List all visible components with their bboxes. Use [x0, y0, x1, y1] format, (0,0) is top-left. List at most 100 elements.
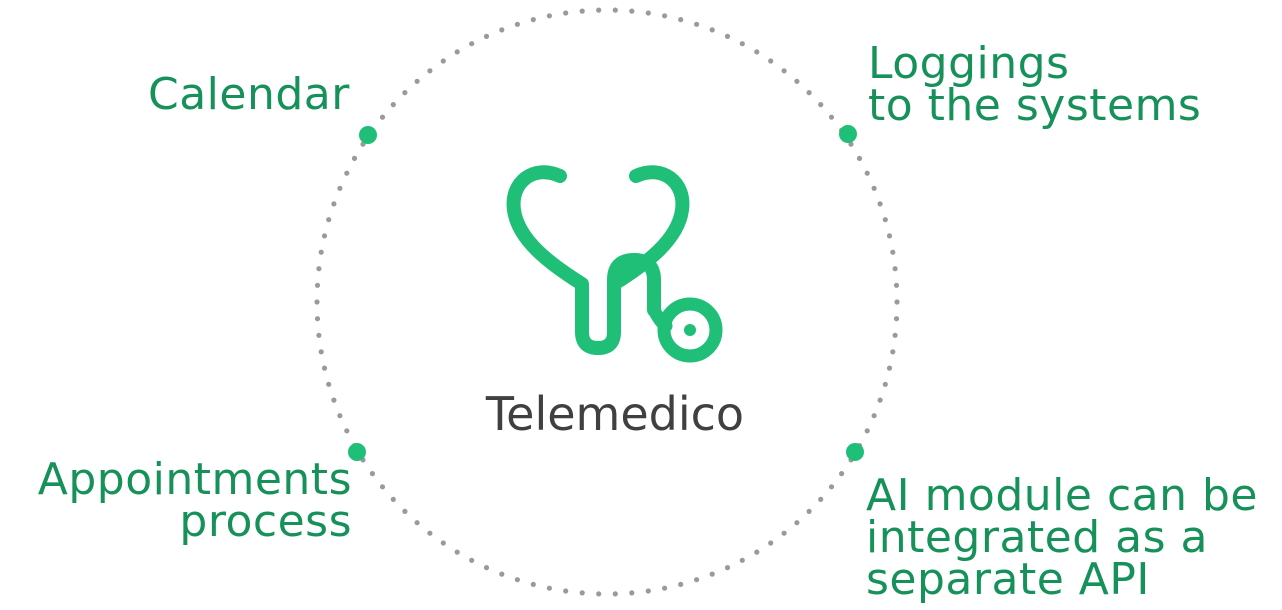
- ring-dot: [612, 591, 618, 597]
- ring-dot: [316, 266, 322, 272]
- ring-dot: [344, 170, 350, 176]
- stethoscope-heart-icon: [506, 165, 723, 363]
- ring-dot: [326, 381, 332, 387]
- ring-dot: [440, 540, 446, 546]
- ring-dot: [530, 581, 536, 588]
- node-label-ai: AI module can be integrated as a separat…: [866, 474, 1258, 605]
- node-dot-calendar: [359, 126, 377, 144]
- ring-dot: [892, 266, 898, 272]
- ring-dot: [882, 381, 888, 387]
- ring-dot: [645, 588, 651, 594]
- ring-dot: [314, 299, 320, 305]
- ring-dot: [724, 33, 731, 40]
- node-label-line: Calendar: [148, 69, 350, 120]
- ring-dot: [794, 520, 800, 526]
- ring-dot: [724, 565, 731, 571]
- ring-dot: [440, 58, 446, 64]
- ring-dot: [678, 581, 684, 588]
- ring-dot: [794, 78, 800, 84]
- ring-dot: [469, 557, 475, 563]
- ring-dot: [886, 233, 893, 239]
- ring-dot: [483, 565, 490, 571]
- ring-dot: [427, 68, 433, 74]
- ring-dot: [563, 10, 569, 16]
- ring-dot: [806, 508, 812, 514]
- ring-dot: [454, 549, 460, 555]
- ring-dot: [414, 520, 420, 526]
- ring-dot: [318, 349, 324, 355]
- ring-dot: [890, 349, 896, 355]
- ring-dot: [427, 530, 433, 536]
- node-label-calendar: Calendar: [148, 69, 350, 120]
- ring-dot: [882, 217, 888, 223]
- ring-dot: [546, 585, 553, 591]
- ring-dot: [781, 68, 787, 74]
- ring-dot: [892, 332, 898, 338]
- ring-dot: [890, 249, 896, 255]
- ring-dot: [818, 102, 824, 108]
- ring-dot: [314, 282, 321, 288]
- ring-dot: [326, 217, 332, 223]
- node-dot-appointments: [348, 443, 366, 461]
- node-label-line: separate API: [866, 554, 1150, 605]
- ring-dot: [629, 590, 635, 596]
- ring-dot: [754, 49, 760, 55]
- node-dot-loggings: [839, 125, 857, 143]
- ring-dot: [499, 571, 505, 577]
- ring-dot: [337, 185, 343, 191]
- ring-dot: [344, 428, 350, 434]
- ring-dot: [768, 58, 774, 64]
- ring-dot: [331, 397, 337, 403]
- ring-dot: [893, 316, 900, 322]
- ring-dot: [379, 484, 386, 490]
- ring-dot: [694, 577, 700, 583]
- ring-dot: [316, 332, 322, 338]
- ring-dot: [314, 316, 321, 322]
- ring-dot: [864, 428, 870, 434]
- ring-dot: [612, 7, 618, 13]
- ring-dot: [514, 577, 521, 583]
- ring-dot: [894, 299, 900, 305]
- ring-dot: [337, 413, 343, 419]
- ring-dot: [321, 233, 328, 239]
- ring-dot: [856, 155, 863, 161]
- ring-dot: [390, 102, 396, 108]
- ring-dot: [806, 90, 812, 96]
- ring-dot: [499, 27, 505, 33]
- ring-dot: [839, 471, 845, 477]
- ring-dot: [530, 17, 536, 23]
- ring-dot: [694, 21, 700, 27]
- ring-dot: [877, 201, 883, 207]
- ring-dot: [768, 540, 774, 546]
- node-label-loggings: Loggings to the systems: [868, 38, 1202, 131]
- center-title: Telemedico: [485, 387, 745, 441]
- ring-dot: [402, 90, 408, 96]
- node-label-line: to the systems: [868, 80, 1202, 131]
- ring-dots: [314, 7, 900, 597]
- node-dot-ai: [846, 443, 864, 461]
- ring-dot: [754, 549, 760, 555]
- ring-dot: [781, 530, 787, 536]
- ring-dot: [390, 496, 396, 502]
- ring-dot: [871, 413, 877, 419]
- ring-dot: [828, 114, 835, 120]
- ring-dot: [645, 10, 651, 16]
- ring-dot: [596, 591, 602, 597]
- node-label-line: integrated as a: [866, 512, 1208, 563]
- node-label-line: process: [179, 496, 352, 547]
- ring-dot: [369, 471, 375, 477]
- ring-dot: [351, 155, 358, 161]
- ring-dot: [662, 13, 668, 19]
- ring-dot: [886, 365, 893, 371]
- node-label-line: Loggings: [868, 38, 1070, 89]
- ring-dot: [864, 170, 870, 176]
- ring-dot: [739, 41, 745, 47]
- ring-dot: [596, 7, 602, 13]
- ring-dot: [579, 8, 585, 14]
- ring-dot: [402, 508, 408, 514]
- ring-dot: [678, 17, 684, 23]
- ring-dot: [483, 33, 490, 40]
- ring-dot: [709, 27, 715, 33]
